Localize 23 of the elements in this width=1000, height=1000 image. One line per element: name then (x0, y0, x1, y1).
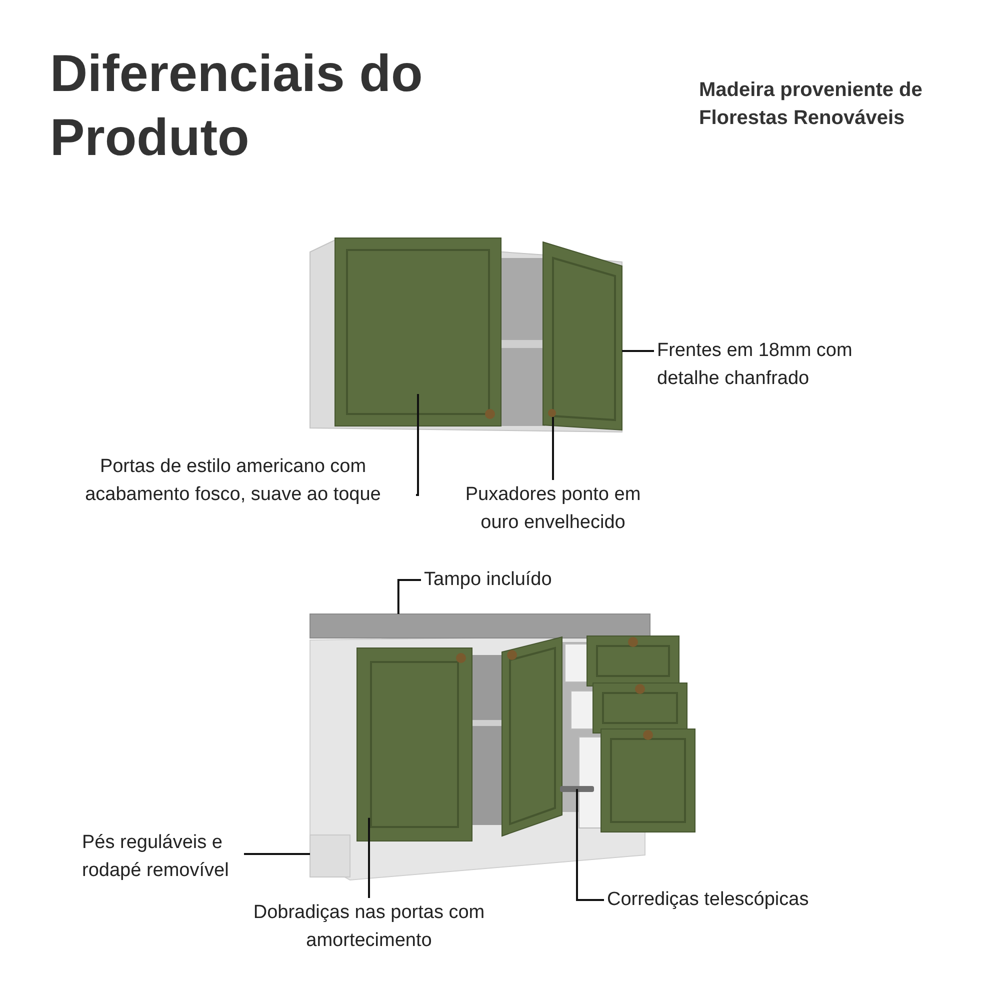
leader-line (552, 417, 554, 480)
callout-text: Pés reguláveis e rodapé removível (82, 829, 242, 885)
certification-note: Madeira proveniente de Florestas Renováveis (699, 78, 924, 131)
leader-line (576, 789, 604, 901)
leader-line (368, 818, 370, 898)
leader-line (244, 853, 310, 855)
leader-line (416, 394, 419, 496)
cabinet-door (356, 648, 472, 842)
door-knob (548, 409, 556, 417)
title: Diferenciais do Produto (50, 44, 424, 169)
cabinet-door (542, 241, 622, 431)
callout-text: Corrediças telescópicas (607, 886, 809, 914)
leader-line (397, 579, 421, 614)
callout-text: Puxadores ponto em ouro envelhecido (447, 481, 659, 537)
countertop (310, 614, 650, 638)
callout-text: Portas de estilo americano com acabamento fosco, suave ao toque (52, 453, 414, 509)
drawer-slide (560, 786, 594, 792)
cabinet-door (334, 238, 502, 426)
plinth (310, 834, 350, 878)
callout-text: Tampo incluído (424, 566, 552, 594)
leader-line (622, 350, 654, 352)
callout-text: Frentes em 18mm com detalhe chanfrado (657, 337, 872, 393)
callout-text: Dobradiças nas portas com amortecimento (253, 899, 485, 955)
